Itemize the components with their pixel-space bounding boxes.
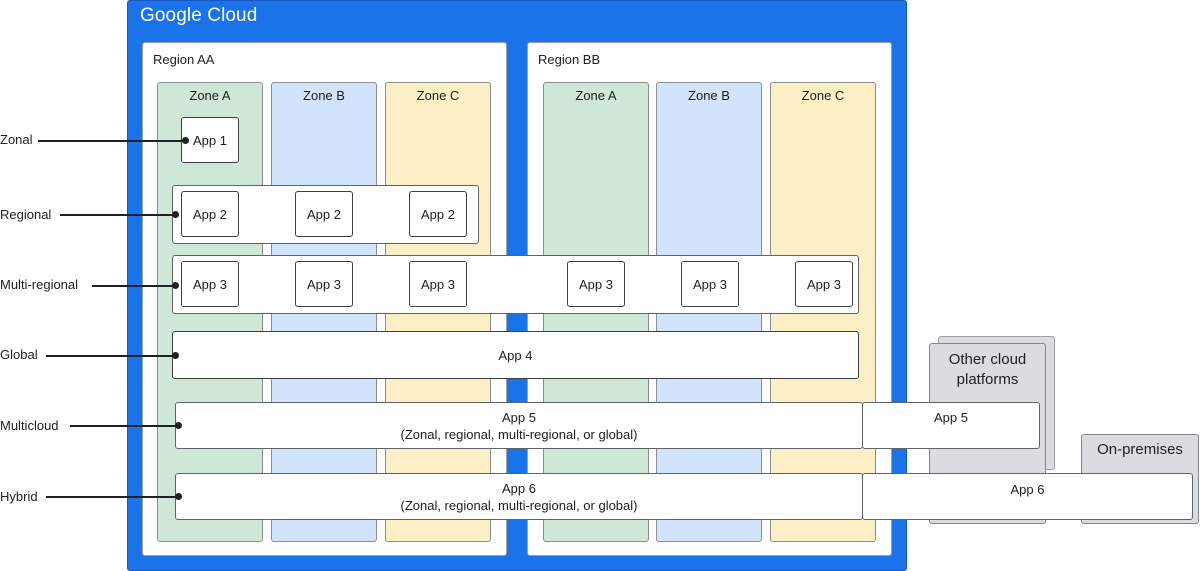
app-3-bb-zone-c: App 3: [795, 261, 853, 307]
app-2-zone-a: App 2: [181, 191, 239, 237]
region-aa-label: Region AA: [153, 52, 215, 67]
row-label-zonal: Zonal: [0, 132, 33, 147]
app-5-other-cloud: App 5: [862, 402, 1040, 449]
leader-line-hybrid: [46, 496, 178, 498]
row-label-multicloud: Multicloud: [0, 418, 59, 433]
multi-regional-band: [172, 255, 859, 314]
row-label-multi-regional: Multi-regional: [0, 277, 79, 292]
app-2-zone-c: App 2: [409, 191, 467, 237]
app-3-aa-zone-b: App 3: [295, 261, 353, 307]
leader-line-multi-regional: [92, 285, 175, 287]
app-6-hybrid: App 6 (Zonal, regional, multi-regional, …: [175, 473, 863, 520]
zone-label: Zone B: [688, 88, 730, 103]
row-label-global: Global: [0, 347, 38, 362]
app-5-external-title: App 5: [934, 410, 968, 425]
app-1-zonal: App 1: [181, 117, 239, 163]
leader-dot-multi-regional: [172, 282, 179, 289]
app-5-multicloud: App 5 (Zonal, regional, multi-regional, …: [175, 402, 863, 449]
app-6-subtitle: (Zonal, regional, multi-regional, or glo…: [400, 498, 638, 513]
leader-line-global: [46, 355, 175, 357]
google-cloud-title: Google Cloud: [140, 5, 258, 26]
zone-label: Zone C: [416, 88, 460, 103]
app-3-aa-zone-a: App 3: [181, 261, 239, 307]
app-6-on-premises: App 6: [862, 473, 1193, 520]
zone-label: Zone B: [303, 88, 345, 103]
row-label-hybrid: Hybrid: [0, 489, 38, 504]
leader-line-regional: [60, 214, 175, 216]
leader-line-multicloud: [70, 425, 178, 427]
leader-dot-multicloud: [175, 422, 182, 429]
app-3-bb-zone-a: App 3: [567, 261, 625, 307]
zone-label: Zone A: [575, 88, 617, 103]
app-6-title: App 6: [502, 481, 536, 496]
app-4-global: App 4: [172, 331, 859, 379]
zone-label: Zone C: [801, 88, 845, 103]
region-bb-label: Region BB: [538, 52, 601, 67]
app-5-title: App 5: [502, 410, 536, 425]
leader-line-zonal: [38, 140, 185, 142]
leader-dot-regional: [172, 211, 179, 218]
on-premises-label: On-premises: [1097, 441, 1183, 458]
zone-label: Zone A: [189, 88, 231, 103]
leader-dot-hybrid: [175, 493, 182, 500]
app-3-aa-zone-c: App 3: [409, 261, 467, 307]
app-2-zone-b: App 2: [295, 191, 353, 237]
row-label-regional: Regional: [0, 207, 52, 222]
app-5-subtitle: (Zonal, regional, multi-regional, or glo…: [400, 427, 638, 442]
leader-dot-zonal: [182, 137, 189, 144]
app-3-bb-zone-b: App 3: [681, 261, 739, 307]
leader-dot-global: [172, 352, 179, 359]
app-6-external-title: App 6: [1010, 482, 1045, 497]
other-cloud-platforms-label: Other cloud platforms: [948, 351, 1027, 388]
